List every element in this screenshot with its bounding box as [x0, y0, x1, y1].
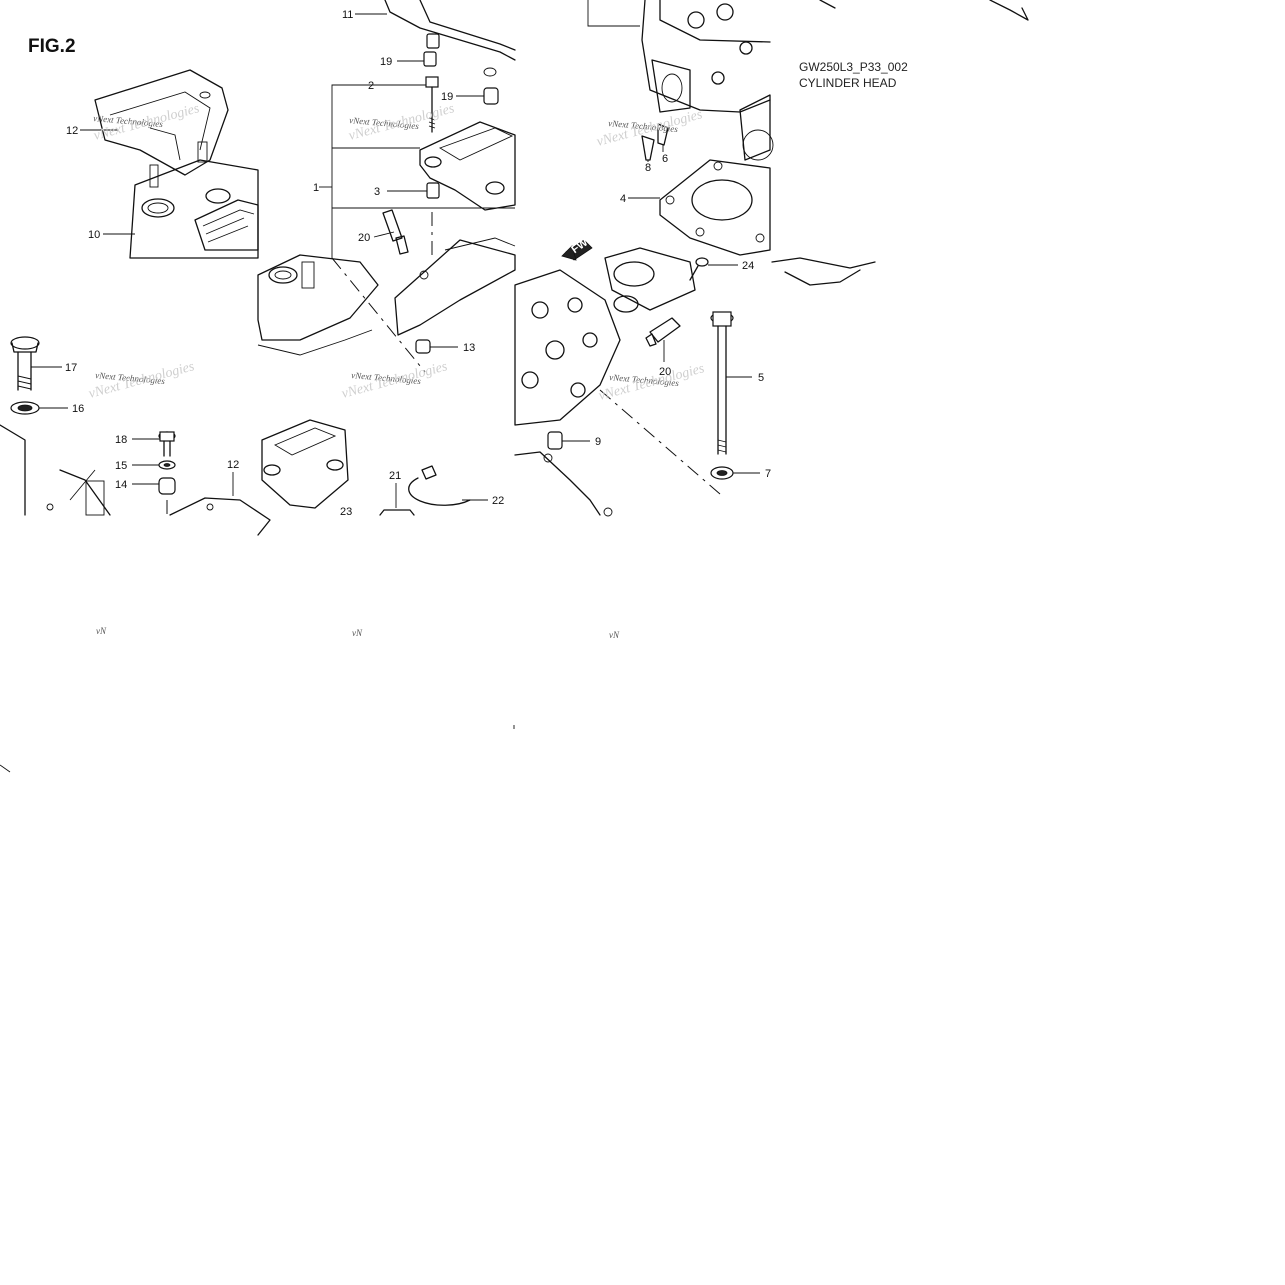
callout-16: 16 — [72, 403, 84, 415]
cylinder-head-lower-tile — [514, 0, 1029, 517]
callout-24: 24 — [742, 260, 754, 272]
callout-17: 17 — [65, 362, 77, 374]
diagram-code: GW250L3_P33_002 — [799, 60, 908, 74]
watermarks: vNext Technologies vNext Technologies vN… — [87, 101, 706, 640]
callout-13: 13 — [463, 342, 475, 354]
callout-22: 22 — [492, 495, 504, 507]
watermark-fragment: vN — [96, 626, 107, 636]
diagram-name: CYLINDER HEAD — [799, 76, 897, 90]
callout-1: 1 — [313, 182, 319, 194]
cylinder-head-tile — [587, 0, 774, 256]
watermark: vNext Technologies — [595, 107, 704, 150]
callout-3: 3 — [374, 186, 380, 198]
callout-23: 23 — [340, 506, 352, 518]
callout-11: 11 — [342, 9, 353, 21]
diagram-caption: GW250L3_P33_002 CYLINDER HEAD — [799, 59, 908, 91]
callout-19: 19 — [380, 56, 392, 68]
figure-title: FIG.2 — [28, 36, 76, 57]
callout-20-lower: 20 — [659, 366, 671, 378]
callout-8: 8 — [645, 162, 651, 174]
callout-18: 18 — [115, 434, 127, 446]
valve-cover-tile — [80, 69, 259, 259]
watermark: vNext Technologies — [597, 361, 706, 404]
callout-7: 7 — [765, 468, 771, 480]
callout-12-gasket: 12 — [227, 459, 239, 471]
callout-14: 14 — [115, 479, 127, 491]
callout-6: 6 — [662, 153, 668, 165]
callout-19-right: 19 — [441, 91, 453, 103]
callout-12: 12 — [66, 125, 78, 137]
callout-4: 4 — [620, 193, 626, 205]
callout-10: 10 — [88, 229, 100, 241]
callout-21: 21 — [389, 470, 401, 482]
callout-9: 9 — [595, 436, 601, 448]
callout-15: 15 — [115, 460, 127, 472]
callout-20: 20 — [358, 232, 370, 244]
watermark-fragment: vN — [609, 630, 620, 640]
stray-line — [0, 764, 11, 773]
watermark-fragment: vN — [352, 628, 363, 638]
head-cover-tile — [257, 237, 516, 516]
camshaft-holder-tile — [319, 0, 516, 258]
callout-5: 5 — [758, 372, 764, 384]
hardware-tile — [0, 336, 271, 536]
callout-2: 2 — [368, 80, 374, 92]
